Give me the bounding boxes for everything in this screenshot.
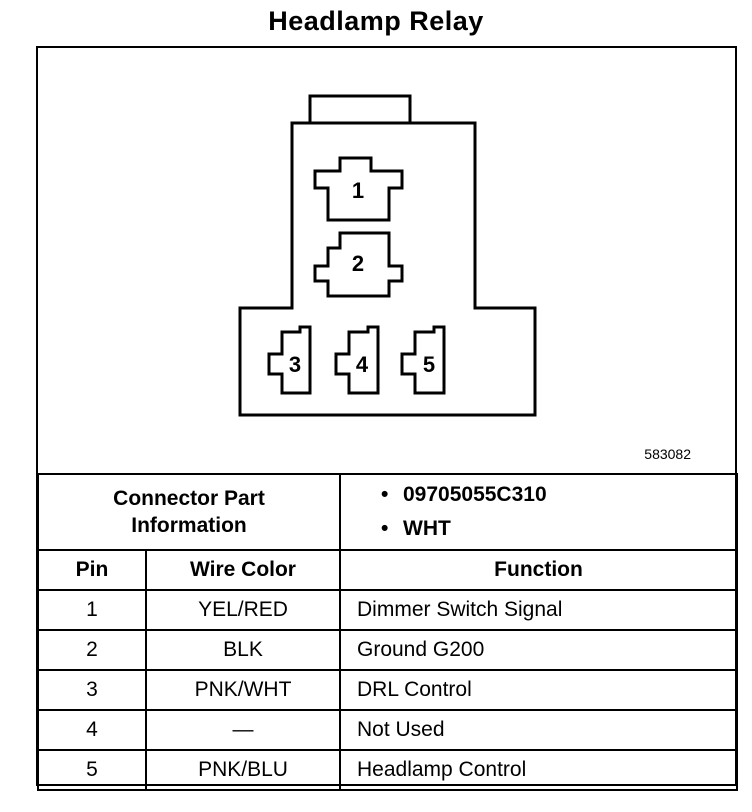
connector-color-item: •WHT xyxy=(381,517,451,540)
row-function: Not Used xyxy=(339,709,738,751)
row-function: Headlamp Control xyxy=(339,749,738,791)
row-wire-color: YEL/RED xyxy=(145,589,341,631)
row-function: Ground G200 xyxy=(339,629,738,671)
row-wire-color: PNK/BLU xyxy=(145,749,341,791)
connector-latch xyxy=(308,94,412,125)
row-pin: 5 xyxy=(37,749,147,791)
header-function: Function xyxy=(339,549,738,591)
pin-label-3: 3 xyxy=(289,352,301,377)
figure-number: 583082 xyxy=(644,446,691,462)
header-pin: Pin xyxy=(37,549,147,591)
row-function: Dimmer Switch Signal xyxy=(339,589,738,631)
pin-cavity-5 xyxy=(400,325,446,395)
row-function: DRL Control xyxy=(339,669,738,711)
pin-cavity-3 xyxy=(267,325,312,395)
pin-label-4: 4 xyxy=(356,352,369,377)
row-wire-color: PNK/WHT xyxy=(145,669,341,711)
row-pin: 3 xyxy=(37,669,147,711)
pin-cavity-2 xyxy=(313,231,404,298)
connector-part-info-label: Connector Part Information xyxy=(37,473,341,551)
connector-part-info-values: •09705055C310 •WHT xyxy=(339,473,738,551)
diagram-frame: 1 2 3 4 5 583082 Connector Part Informat… xyxy=(36,46,738,791)
pin-cavity-1 xyxy=(313,156,404,222)
pin-label-1: 1 xyxy=(352,178,364,203)
header-wire-color: Wire Color xyxy=(145,549,341,591)
row-wire-color: — xyxy=(145,709,341,751)
connector-diagram: 1 2 3 4 5 xyxy=(238,94,537,417)
pin-label-5: 5 xyxy=(423,352,435,377)
table-header-row: Pin Wire Color Function xyxy=(37,549,738,591)
row-pin: 2 xyxy=(37,629,147,671)
row-wire-color: BLK xyxy=(145,629,341,671)
row-pin: 4 xyxy=(37,709,147,751)
connector-part-info-row: Connector Part Information •09705055C310… xyxy=(37,473,738,551)
part-number-item: •09705055C310 xyxy=(381,483,547,506)
table-row: 1 YEL/RED Dimmer Switch Signal xyxy=(37,589,738,631)
connector-body xyxy=(238,121,537,417)
table-row: 2 BLK Ground G200 xyxy=(37,629,738,671)
table-row: 5 PNK/BLU Headlamp Control xyxy=(37,749,738,791)
table-row: 4 — Not Used xyxy=(37,709,738,751)
table-row: 3 PNK/WHT DRL Control xyxy=(37,669,738,711)
pinout-table: Connector Part Information •09705055C310… xyxy=(37,473,738,791)
pin-label-2: 2 xyxy=(352,251,364,276)
row-pin: 1 xyxy=(37,589,147,631)
pin-cavity-4 xyxy=(334,325,380,395)
diagram-title: Headlamp Relay xyxy=(268,6,484,36)
